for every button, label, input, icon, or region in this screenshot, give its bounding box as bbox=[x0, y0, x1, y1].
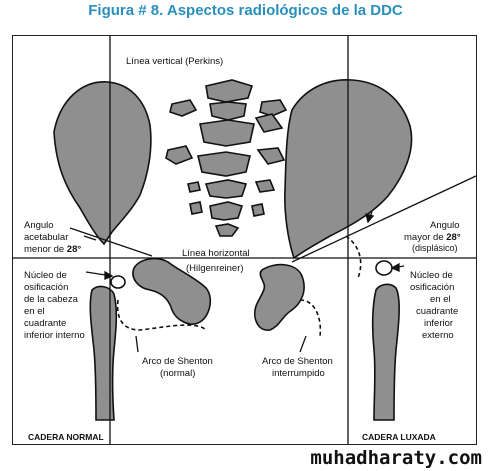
nucleus-left-label: Núcleo de osificación de la cabeza en el… bbox=[24, 270, 85, 341]
angle-right-label-3: (displásico) bbox=[412, 243, 458, 253]
shenton-arc-interrupted-2 bbox=[345, 235, 362, 279]
angle-left-arrow bbox=[83, 235, 97, 241]
svg-text:cuadrante: cuadrante bbox=[24, 318, 66, 329]
vertebra-right-1 bbox=[259, 99, 288, 117]
vertebra-left-4 bbox=[189, 201, 203, 215]
watermark-text: muhadharaty.com bbox=[307, 447, 485, 469]
angle-right-label-2: mayor de 28° bbox=[404, 232, 461, 243]
vertebra-1 bbox=[205, 79, 254, 103]
diagram-frame bbox=[12, 35, 477, 445]
vertebra-right-4 bbox=[254, 179, 276, 193]
shenton-normal-label-2: (normal) bbox=[160, 368, 195, 379]
vertebra-3 bbox=[199, 119, 255, 147]
vertebra-7 bbox=[214, 223, 240, 237]
svg-text:en el: en el bbox=[430, 294, 451, 305]
svg-text:Núcleo de: Núcleo de bbox=[410, 270, 453, 281]
vertebra-right-2 bbox=[254, 113, 284, 133]
shenton-interrupted-label-2: interrumpido bbox=[272, 368, 325, 379]
svg-text:cuadrante: cuadrante bbox=[416, 306, 458, 317]
left-femur bbox=[89, 285, 118, 421]
shenton-normal-label-1: Arco de Shenton bbox=[142, 356, 213, 367]
shenton-arc-normal bbox=[116, 299, 207, 331]
hilgenreiner-label: (Hilgenreiner) bbox=[186, 263, 244, 274]
vertebra-right-5 bbox=[251, 203, 265, 217]
svg-text:osificación: osificación bbox=[24, 282, 68, 293]
horizontal-line-label: Línea horizontal bbox=[182, 248, 250, 259]
svg-text:de la cabeza: de la cabeza bbox=[24, 294, 79, 305]
nucleus-right-label: Núcleo de osificación en el cuadrante in… bbox=[410, 270, 458, 341]
vertebra-left-3 bbox=[187, 181, 201, 193]
vertebra-5 bbox=[204, 179, 248, 199]
vertebra-left-1 bbox=[169, 99, 198, 117]
acetabular-angle-line-right bbox=[291, 175, 477, 263]
perkins-label: Línea vertical (Perkins) bbox=[126, 56, 223, 67]
angle-left-label-3: menor de 28° bbox=[24, 244, 81, 255]
vertebra-6 bbox=[209, 201, 244, 221]
svg-text:en el: en el bbox=[24, 306, 45, 317]
acetabular-angle-line-left bbox=[69, 227, 153, 257]
left-iliac-wing bbox=[53, 81, 152, 246]
svg-text:osificación: osificación bbox=[410, 282, 454, 293]
left-ossification-nucleus bbox=[110, 275, 126, 289]
shenton-arc-interrupted bbox=[299, 299, 322, 337]
svg-text:externo: externo bbox=[422, 330, 454, 341]
vertebra-4 bbox=[197, 151, 251, 177]
svg-text:inferior: inferior bbox=[424, 318, 453, 329]
svg-text:Núcleo de: Núcleo de bbox=[24, 270, 67, 281]
shenton-interrupted-pointer bbox=[299, 335, 307, 353]
shenton-normal-pointer bbox=[135, 335, 139, 353]
vertebra-right-3 bbox=[256, 147, 286, 165]
shenton-interrupted-label-1: Arco de Shenton bbox=[262, 356, 333, 367]
right-ossification-nucleus bbox=[375, 260, 393, 276]
right-femur bbox=[371, 283, 400, 421]
right-pubis bbox=[254, 263, 305, 331]
vertebra-2 bbox=[209, 101, 247, 121]
angle-left-label-2: acetabular bbox=[24, 232, 68, 243]
angle-left-label-1: Angulo bbox=[24, 220, 54, 231]
left-pubis bbox=[132, 257, 212, 325]
figure-title: Figura # 8. Aspectos radiológicos de la … bbox=[88, 2, 403, 19]
hip-normal-label: CADERA NORMAL bbox=[28, 432, 104, 442]
vertebra-left-2 bbox=[165, 145, 194, 165]
angle-right-label-1: Angulo bbox=[430, 220, 460, 231]
hip-dislocated-label: CADERA LUXADA bbox=[362, 432, 436, 442]
svg-text:inferior interno: inferior interno bbox=[24, 330, 85, 341]
